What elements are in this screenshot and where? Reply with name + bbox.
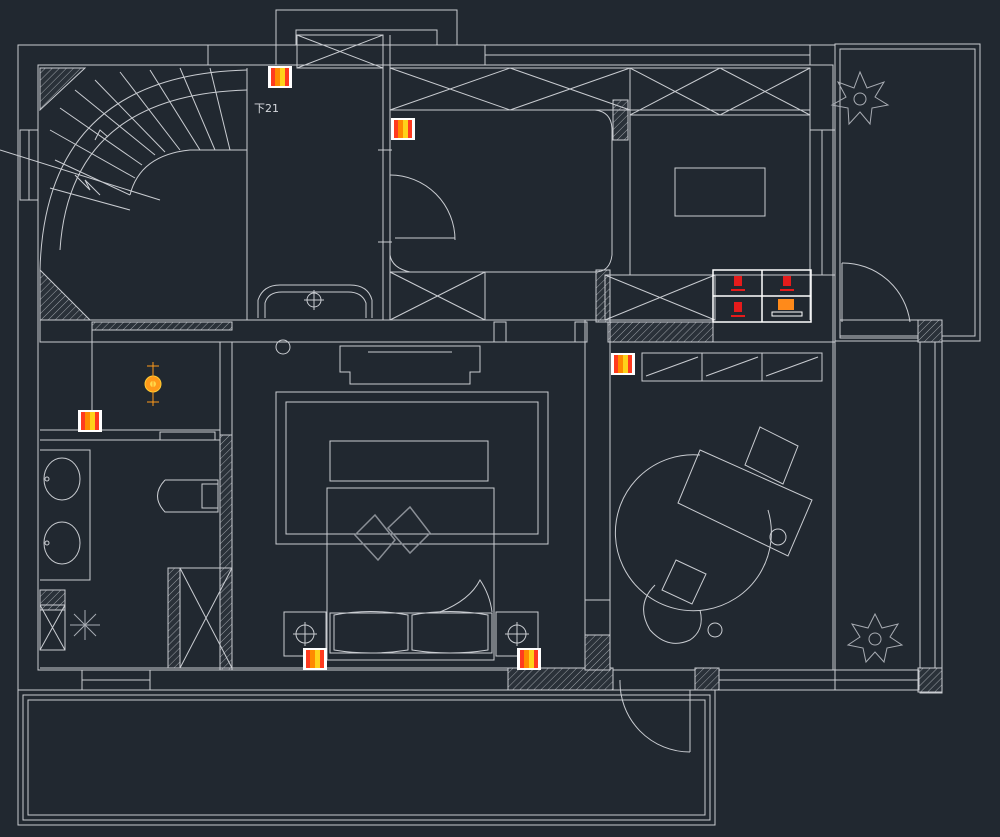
closet-room xyxy=(378,109,811,276)
hatched-walls xyxy=(39,67,943,693)
device-icon xyxy=(780,276,794,291)
heater-icon xyxy=(517,648,541,670)
heater-icon xyxy=(78,410,102,432)
heater-icon xyxy=(303,648,327,670)
device-icon xyxy=(731,302,745,317)
heater-icon xyxy=(611,353,635,375)
outer-walls xyxy=(17,9,981,826)
plant-icon xyxy=(70,610,100,640)
heater-icon xyxy=(268,66,292,88)
heater-icon xyxy=(391,118,415,140)
device-icon xyxy=(731,276,745,291)
device-panel xyxy=(712,269,812,323)
bedroom xyxy=(275,321,588,661)
bathroom xyxy=(39,330,233,669)
cabinets-top xyxy=(296,34,811,321)
staircase: 下21 xyxy=(0,67,279,271)
ceiling-light-icon xyxy=(144,362,162,406)
entry-console xyxy=(257,284,373,318)
study xyxy=(614,352,904,753)
right-balcony xyxy=(830,70,919,339)
computer-icon xyxy=(771,299,803,317)
stair-label: 下21 xyxy=(254,102,279,115)
heater-markers xyxy=(78,66,635,670)
